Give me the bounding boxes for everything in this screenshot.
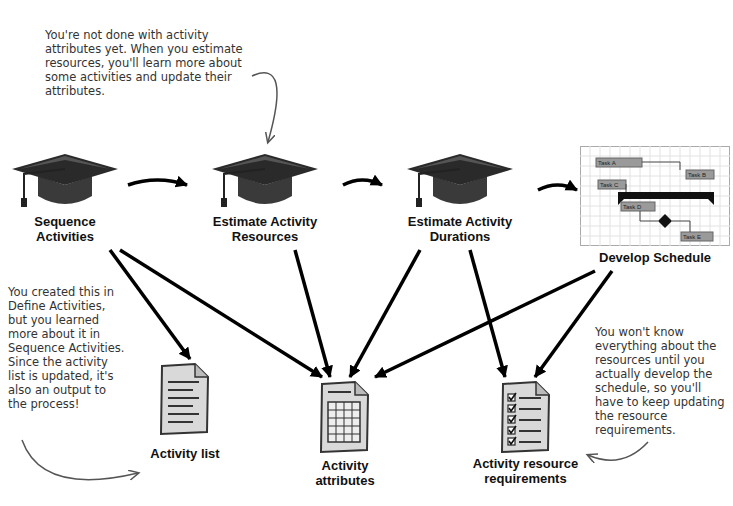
graduation-cap <box>10 152 120 212</box>
leader-line <box>588 442 648 460</box>
flow-arrow <box>343 180 382 185</box>
document-icon <box>317 380 373 456</box>
node-label: Sequence Activities <box>5 152 125 247</box>
callout-note: You created this in Define Activities, b… <box>8 285 126 411</box>
flow-arrow <box>375 271 595 377</box>
document-icon <box>498 380 554 456</box>
flow-arrow <box>538 185 577 190</box>
document-node: Activity list <box>140 362 230 464</box>
task-label: Task E <box>683 233 701 241</box>
flow-arrow <box>470 250 505 377</box>
flow-arrow <box>128 180 187 185</box>
document-node: Activity resource requirements <box>468 380 583 489</box>
process-step: Estimate Activity Resources <box>190 152 340 247</box>
task-label: Task C <box>600 181 618 189</box>
node-label: Activity resource requirements <box>468 380 583 489</box>
callout-note: You're not done with activity attributes… <box>45 28 245 98</box>
task-label: Task B <box>688 171 706 179</box>
process-step: Estimate Activity Durations <box>385 152 535 247</box>
node-label: Estimate Activity Durations <box>385 152 535 247</box>
task-label: Task A <box>598 159 616 167</box>
node-label: Activity list <box>140 362 230 464</box>
graduation-cap <box>210 152 320 212</box>
graduation-cap <box>405 152 515 212</box>
flow-arrow <box>295 250 330 377</box>
flow-arrow <box>350 250 420 377</box>
document-icon <box>157 362 213 438</box>
callout-note: You won't know everything about the reso… <box>595 325 730 437</box>
leader-line <box>22 440 138 480</box>
process-step: Sequence Activities <box>5 152 125 247</box>
leader-line <box>252 73 277 142</box>
node-label: Activity attributes <box>295 380 395 491</box>
flow-arrow <box>120 250 322 377</box>
node-label: Estimate Activity Resources <box>190 152 340 247</box>
document-node: Activity attributes <box>295 380 395 491</box>
task-label: Task D <box>623 203 641 211</box>
